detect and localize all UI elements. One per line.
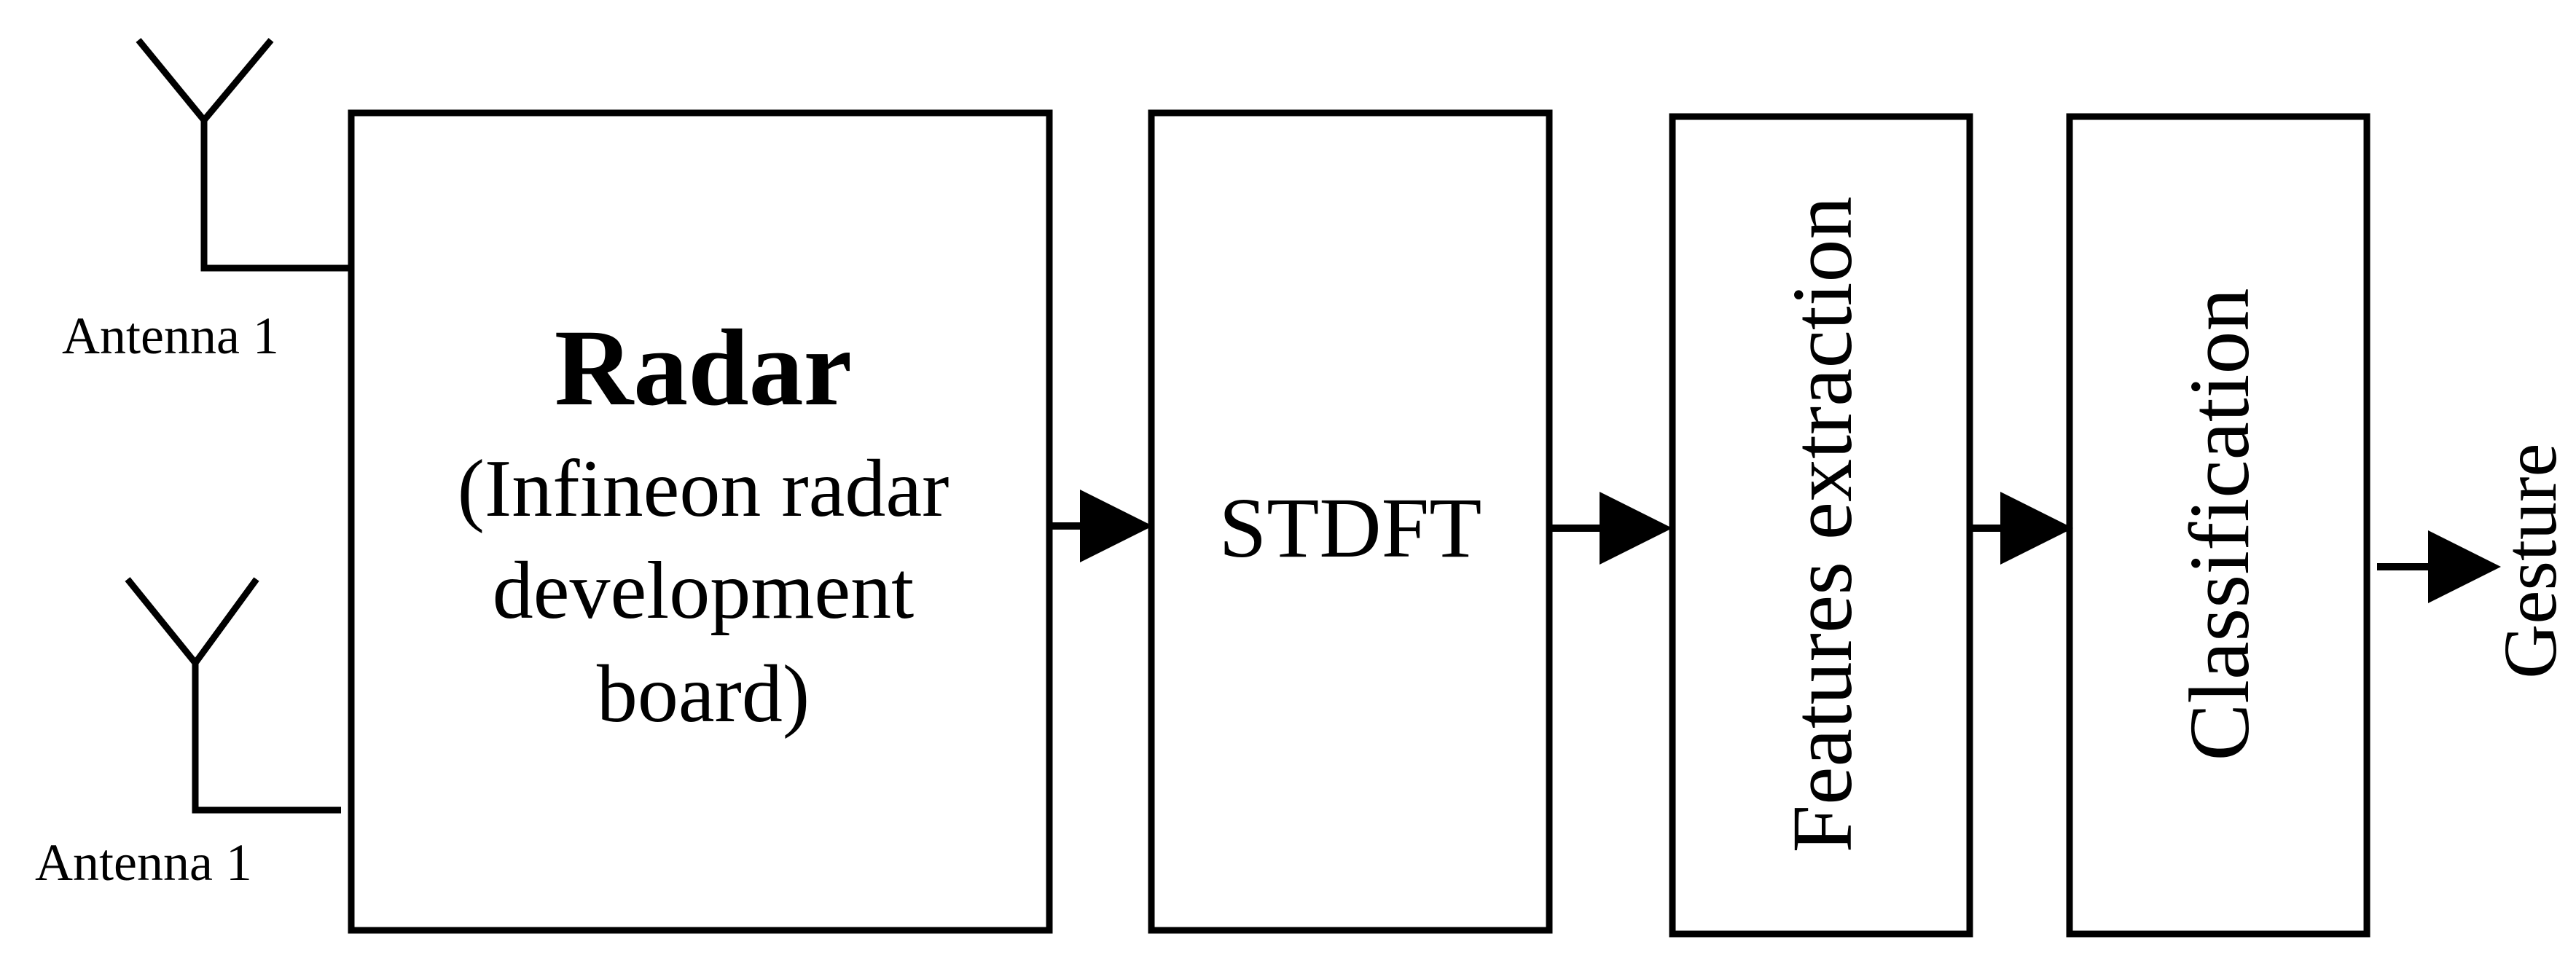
- radar-subtitle-line-1: (Infineon radar: [458, 444, 950, 534]
- classification-block: Classification: [2066, 113, 2371, 938]
- features-label: Features extraction: [1774, 196, 1870, 852]
- radar-subtitle-line-3: board): [597, 649, 810, 739]
- antenna-bottom-icon: [125, 577, 259, 669]
- antenna-top-feed-line: [200, 120, 348, 272]
- features-box: [1669, 113, 1973, 938]
- stdft-block: STDFT: [1148, 109, 1553, 934]
- antenna-top-icon: [136, 38, 274, 126]
- stdft-label: STDFT: [1219, 480, 1482, 576]
- gesture-label: Gesture: [2489, 443, 2572, 678]
- radar-block: Radar (Infineon radar development board): [348, 109, 1053, 934]
- classification-box: [2066, 113, 2371, 938]
- features-block: Features extraction: [1669, 113, 1973, 938]
- radar-title: Radar: [555, 307, 852, 428]
- stdft-box: [1148, 109, 1553, 934]
- antenna-top-label: Antenna 1: [62, 307, 279, 365]
- antenna-top: Antenna 1: [62, 38, 348, 365]
- antenna-bottom-feed-line: [192, 663, 341, 814]
- radar-box: [348, 109, 1053, 934]
- classification-label: Classification: [2172, 288, 2267, 761]
- antenna-bottom: Antenna 1: [35, 577, 341, 892]
- antenna-bottom-label: Antenna 1: [35, 833, 252, 892]
- radar-subtitle-line-2: development: [493, 546, 914, 636]
